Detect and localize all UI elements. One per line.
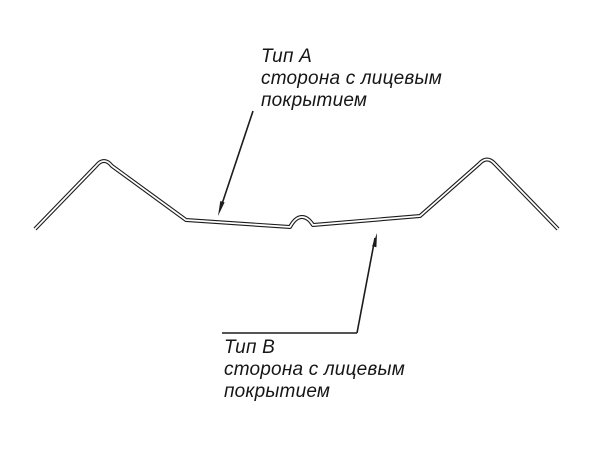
profile-outline bbox=[33, 157, 560, 231]
callout-type-b: Тип В сторона с лицевым покрытием bbox=[224, 337, 405, 403]
type-a-title: Тип А bbox=[261, 46, 312, 67]
arrowhead-top-icon bbox=[218, 201, 225, 216]
arrowhead-bottom-icon bbox=[372, 233, 377, 248]
leader-bottom bbox=[222, 233, 377, 334]
type-b-line1: сторона с лицевым bbox=[224, 359, 405, 380]
leader-line-top bbox=[219, 110, 254, 211]
profile-inner-line bbox=[34, 158, 559, 230]
type-a-line2: покрытием bbox=[261, 90, 368, 111]
leader-top bbox=[218, 110, 254, 216]
type-a-line1: сторона с лицевым bbox=[261, 68, 442, 89]
type-b-title: Тип В bbox=[224, 337, 275, 358]
leader-line-bottom bbox=[356, 237, 376, 334]
callout-type-a: Тип А сторона с лицевым покрытием bbox=[261, 46, 442, 112]
type-b-line2: покрытием bbox=[224, 381, 331, 402]
